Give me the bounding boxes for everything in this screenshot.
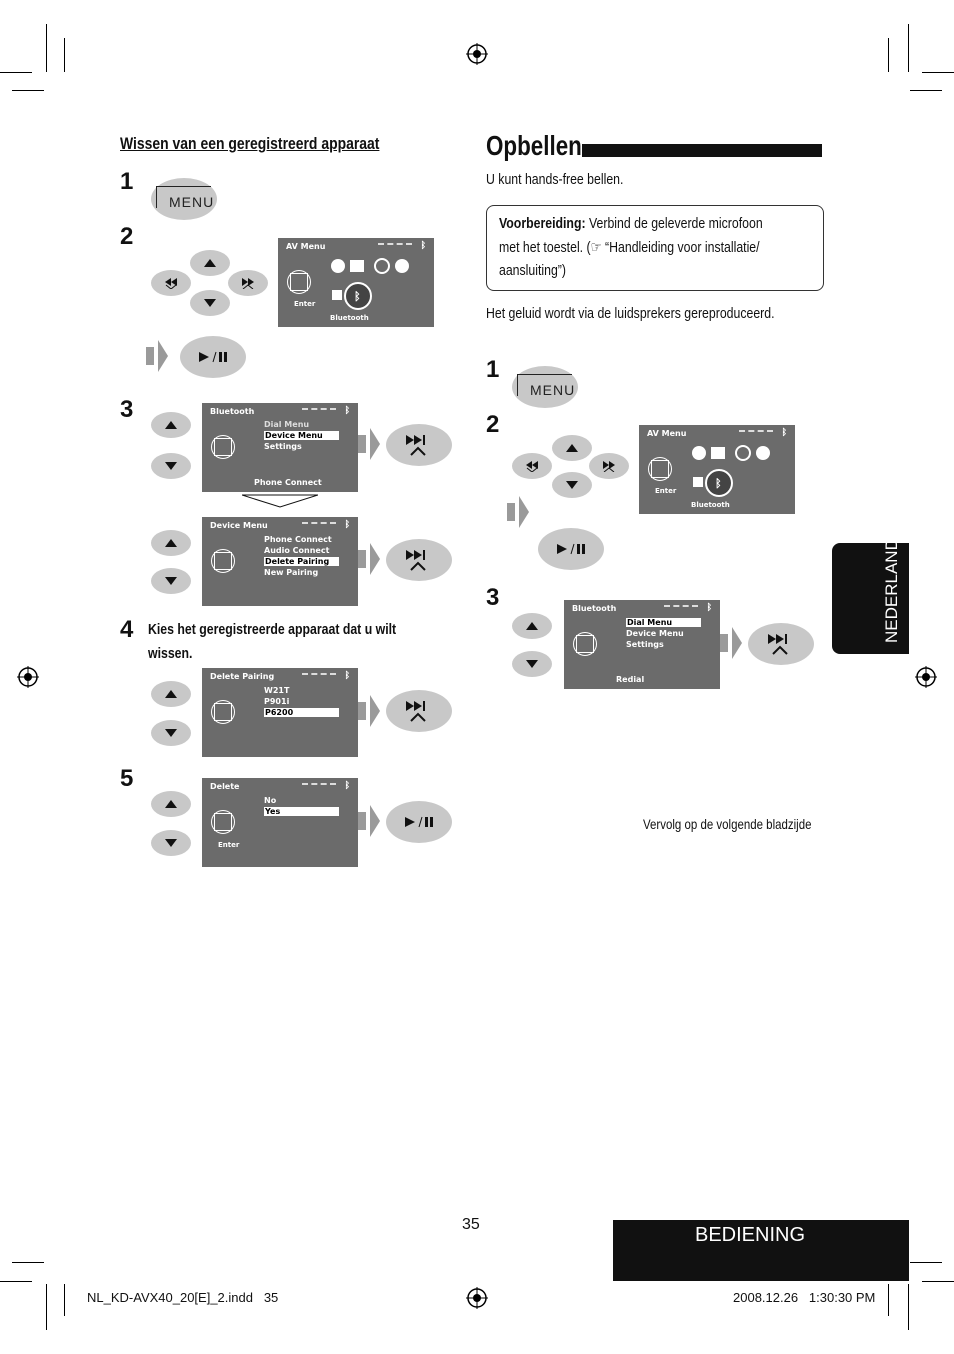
av-menu-screen: AV Menu ᛒ Enter Bluetooth ᛒ [639, 425, 795, 514]
crop-mark [0, 1281, 32, 1282]
crop-mark [46, 1284, 47, 1330]
language-tab: NEDERLANDS [832, 527, 909, 654]
step-number: 3 [120, 396, 134, 423]
arrow-right-icon [358, 695, 380, 727]
crop-mark [64, 38, 65, 72]
crop-mark [908, 1284, 909, 1330]
next-button[interactable] [386, 690, 452, 732]
next-button[interactable] [228, 270, 268, 296]
crop-mark [910, 90, 942, 91]
arrow-right-icon [358, 805, 380, 837]
bluetooth-icon: ᛒ [344, 520, 350, 530]
device-menu-screen: Device Menu ᛒ Phone Connect Audio Connec… [202, 517, 358, 606]
page-title: Opbellen [486, 130, 582, 161]
step-number: 5 [120, 765, 134, 792]
section-heading: Wissen van een geregistreerd apparaat [120, 134, 380, 153]
up-button[interactable] [151, 530, 191, 556]
prev-button[interactable] [512, 453, 552, 479]
crop-mark [64, 1284, 65, 1316]
section-footer: BEDIENING [613, 1220, 909, 1281]
down-button[interactable] [552, 472, 592, 498]
up-button[interactable] [552, 435, 592, 461]
next-button[interactable] [386, 424, 452, 466]
next-button[interactable] [589, 453, 629, 479]
crop-mark [12, 1262, 44, 1263]
preparation-box: Voorbereiding: Verbind de geleverde micr… [486, 205, 824, 291]
sound-text: Het geluid wordt via de luidsprekers ger… [486, 305, 775, 322]
arrow-right-icon [720, 627, 742, 659]
av-menu-screen: AV Menu ᛒ Enter Bluetooth ᛒ [278, 238, 434, 327]
up-button[interactable] [151, 791, 191, 817]
bluetooth-icon: ᛒ [344, 671, 350, 681]
bluetooth-menu-screen: Bluetooth ᛒ Dial Menu Device Menu Settin… [202, 403, 358, 492]
bluetooth-menu-screen: Bluetooth ᛒ Dial Menu Device Menu Settin… [564, 600, 720, 689]
bluetooth-icon: ᛒ [781, 428, 787, 438]
bluetooth-icon: ᛒ [344, 781, 350, 791]
arrow-right-icon [507, 496, 529, 528]
step4-text: Kies het geregistreerde apparaat dat u w… [148, 621, 397, 638]
svg-text:ᛒ: ᛒ [715, 477, 722, 490]
down-button[interactable] [151, 830, 191, 856]
step-number: 2 [120, 223, 134, 250]
next-button[interactable] [386, 539, 452, 581]
continued-text: Vervolg op de volgende bladzijde [643, 816, 812, 832]
up-button[interactable] [190, 250, 230, 276]
down-button[interactable] [190, 290, 230, 316]
intro-text: U kunt hands-free bellen. [486, 171, 624, 188]
registration-mark-icon [466, 43, 488, 65]
step-number: 2 [486, 411, 500, 438]
title-bar [582, 144, 822, 157]
page-number: 35 [462, 1216, 480, 1233]
arrow-right-icon [358, 543, 380, 575]
av-icons: ᛒ [692, 445, 770, 497]
up-button[interactable] [151, 412, 191, 438]
registration-mark-icon [17, 666, 39, 688]
down-button[interactable] [512, 651, 552, 677]
arrow-right-icon [358, 428, 380, 460]
crop-mark [908, 24, 909, 72]
crop-mark [910, 1262, 942, 1263]
up-button[interactable] [512, 613, 552, 639]
menu-button[interactable]: MENU [151, 178, 217, 220]
next-button[interactable] [748, 623, 814, 665]
play-pause-button[interactable] [538, 528, 604, 570]
step4-text: wissen. [148, 645, 193, 662]
bluetooth-icon: ᛒ [344, 406, 350, 416]
delete-pairing-screen: Delete Pairing ᛒ W21T P901i P6200 [202, 668, 358, 757]
prev-button[interactable] [151, 270, 191, 296]
down-button[interactable] [151, 453, 191, 479]
menu-button[interactable]: MENU [512, 366, 578, 408]
bluetooth-icon: ᛒ [706, 603, 712, 613]
av-icons: ᛒ [331, 258, 409, 310]
down-triangle-icon [242, 494, 318, 508]
crop-mark [12, 90, 44, 91]
footer-file: NL_KD-AVX40_20[E]_2.indd 35 [87, 1290, 279, 1305]
registration-mark-icon [466, 1287, 488, 1309]
play-pause-button[interactable] [386, 801, 452, 843]
registration-mark-icon [915, 666, 937, 688]
bluetooth-icon: ᛒ [420, 241, 426, 251]
delete-screen: Delete ᛒ No Yes Enter [202, 778, 358, 867]
down-button[interactable] [151, 720, 191, 746]
svg-text:ᛒ: ᛒ [354, 290, 361, 303]
step-number: 3 [486, 584, 500, 611]
crop-mark [888, 38, 889, 72]
crop-mark [888, 1284, 889, 1316]
step-number: 1 [120, 168, 134, 195]
up-button[interactable] [151, 681, 191, 707]
down-button[interactable] [151, 568, 191, 594]
footer-date: 2008.12.26 1:30:30 PM [733, 1290, 876, 1305]
crop-mark [922, 72, 954, 73]
step-number: 4 [120, 616, 134, 643]
crop-mark [922, 1281, 954, 1282]
arrow-right-icon [146, 340, 168, 372]
crop-mark [0, 72, 32, 73]
step-number: 1 [486, 356, 500, 383]
crop-mark [46, 24, 47, 72]
play-pause-button[interactable] [180, 336, 246, 378]
